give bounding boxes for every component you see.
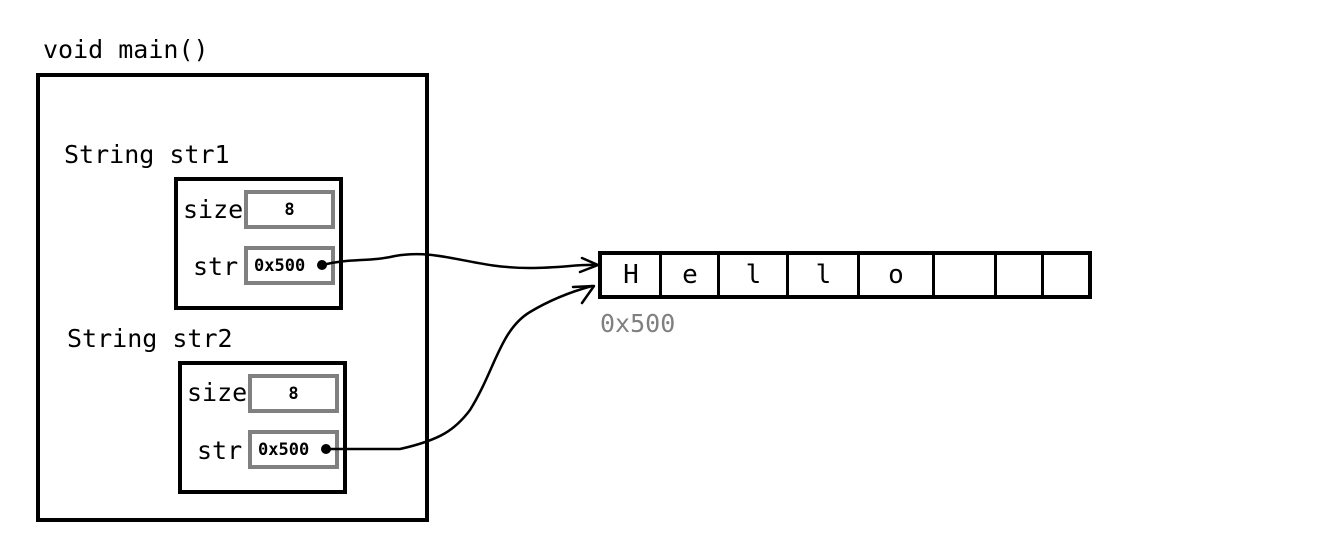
array-cell: l [815, 260, 832, 290]
str1-size-field: 8 [244, 190, 335, 229]
str2-size-label: size [187, 378, 248, 407]
str2-arrowhead [571, 284, 596, 305]
array-address-label: 0x500 [600, 309, 676, 338]
array-divider [1041, 255, 1044, 295]
array-divider [857, 255, 860, 295]
str2-size-field: 8 [248, 374, 339, 413]
array-cell: l [745, 260, 762, 290]
str1-pointer-arrow [320, 252, 598, 270]
array-divider [717, 255, 720, 295]
array-divider [659, 255, 662, 295]
str1-str-label: str [193, 252, 239, 281]
str1-size-label: size [183, 195, 244, 224]
array-divider [932, 255, 935, 295]
array-cell: o [888, 260, 904, 290]
str1-pointer-dot [317, 260, 327, 270]
str2-str-label: str [197, 436, 243, 465]
str1-object-box [174, 177, 343, 310]
function-label: void main() [43, 35, 209, 64]
str2-pointer-arrow [324, 284, 594, 451]
array-divider [994, 255, 997, 295]
main-frame [36, 73, 429, 522]
str2-object-box [178, 361, 347, 494]
str1-label: String str1 [64, 140, 230, 169]
str2-label: String str2 [67, 324, 233, 353]
array-divider [786, 255, 789, 295]
array-cell: H [623, 260, 639, 290]
str2-pointer-dot [321, 444, 331, 454]
str1-arrowhead [578, 256, 600, 274]
char-array: H e l l o [598, 251, 1092, 299]
array-cell: e [682, 260, 698, 290]
